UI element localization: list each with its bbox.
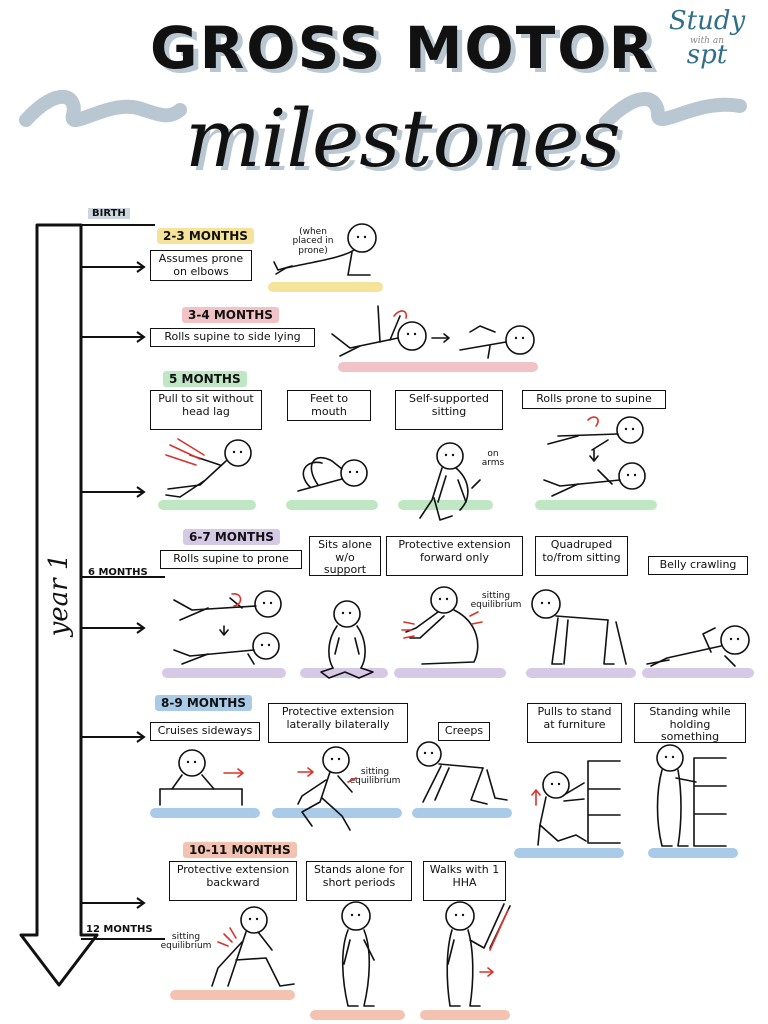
- milestone-label: Assumes prone on elbows: [150, 250, 252, 282]
- baby-rolls-prone-to-supine-icon: [543, 416, 646, 497]
- milestone-label: Protective extension laterally bilateral…: [268, 703, 408, 743]
- baby-walking-with-hand-held-icon: [445, 901, 511, 1007]
- floor-pad: [398, 500, 493, 510]
- floor-pad: [158, 500, 256, 510]
- baby-standing-alone-icon: [341, 901, 375, 1007]
- floor-pad: [150, 808, 260, 818]
- age-label-6-7-months: 6-7 MONTHS: [183, 529, 280, 545]
- floor-pad: [535, 500, 657, 510]
- baby-belly-crawling-icon: [646, 625, 750, 667]
- floor-pad: [286, 500, 378, 510]
- milestone-label: Cruises sideways: [150, 722, 260, 741]
- milestone-note: sitting equilibrium: [349, 767, 401, 787]
- floor-pad: [310, 1010, 405, 1020]
- milestone-label: Standing while holding something: [634, 703, 746, 743]
- milestone-label: Feet to mouth: [287, 390, 371, 422]
- baby-prone-on-elbows-icon: [273, 223, 377, 276]
- baby-rolling-supine-to-side-icon: [331, 305, 535, 359]
- baby-sitting-alone-icon: [320, 600, 374, 679]
- floor-pad: [338, 362, 538, 372]
- age-label-3-4-months: 3-4 MONTHS: [182, 307, 279, 323]
- milestone-label: Pull to sit without head lag: [150, 390, 262, 430]
- floor-pad: [272, 808, 402, 818]
- timeline-6-months-marker: 6 MONTHS: [88, 567, 148, 578]
- timeline-12-months-marker: 12 MONTHS: [86, 924, 153, 935]
- timeline-birth-marker: BIRTH: [88, 208, 130, 219]
- study-with-an-spt-logo: Study with an spt: [668, 6, 746, 70]
- baby-standing-holding-furniture-icon: [656, 744, 727, 847]
- baby-self-supported-sitting-icon: [419, 442, 481, 521]
- age-label-2-3-months: 2-3 MONTHS: [157, 228, 254, 244]
- age-label-5-months: 5 MONTHS: [163, 371, 247, 387]
- milestone-note: on arms: [481, 449, 505, 469]
- floor-pad: [162, 668, 286, 678]
- age-label-8-9-months: 8-9 MONTHS: [155, 695, 252, 711]
- milestone-label: Belly crawling: [648, 556, 748, 575]
- milestone-note: (when placed in prone): [292, 227, 334, 256]
- baby-pulls-to-stand-icon: [531, 760, 621, 846]
- milestone-label: Rolls supine to prone: [160, 550, 302, 569]
- milestone-note: sitting equilibrium: [470, 591, 522, 611]
- floor-pad: [420, 1010, 510, 1020]
- floor-pad: [526, 668, 636, 678]
- page-subtitle: milestones: [185, 92, 621, 185]
- age-label-10-11-months: 10-11 MONTHS: [183, 842, 297, 858]
- milestone-label: Rolls prone to supine: [522, 390, 666, 409]
- baby-pull-to-sit-icon: [165, 438, 252, 498]
- milestone-note: sitting equilibrium: [160, 932, 212, 952]
- milestone-label: Walks with 1 HHA: [423, 861, 506, 901]
- floor-pad: [170, 990, 295, 1000]
- floor-pad: [268, 282, 383, 292]
- milestone-label: Stands alone for short periods: [306, 861, 412, 901]
- timeline-arrow: [19, 223, 165, 987]
- floor-pad: [514, 848, 624, 858]
- baby-cruising-sideways-icon: [159, 749, 244, 806]
- timeline-year-label: year 1: [44, 553, 74, 637]
- baby-quadruped-icon: [531, 589, 627, 665]
- milestone-label: Self-supported sitting: [395, 390, 503, 430]
- decorative-swoosh-left: [19, 89, 187, 128]
- floor-pad: [648, 848, 738, 858]
- milestone-label: Sits alone w/o support: [309, 536, 381, 576]
- milestone-label: Protective extension forward only: [386, 536, 523, 576]
- decorative-swoosh-right: [599, 92, 747, 129]
- baby-rolls-supine-to-prone-icon: [173, 590, 282, 665]
- baby-creeping-icon: [416, 741, 508, 805]
- baby-protective-extension-forward-icon: [401, 586, 483, 665]
- milestone-label: Protective extension backward: [169, 861, 297, 901]
- milestone-label: Creeps: [438, 722, 490, 741]
- floor-pad: [642, 668, 754, 678]
- baby-feet-to-mouth-icon: [297, 456, 368, 492]
- floor-pad: [412, 808, 512, 818]
- floor-pad: [394, 668, 506, 678]
- baby-protective-extension-lateral-icon: [297, 746, 357, 831]
- baby-protective-extension-backward-icon: [211, 906, 295, 987]
- milestone-label: Quadruped to/from sitting: [535, 536, 628, 576]
- page-title: GROSS MOTOR: [150, 14, 656, 82]
- milestone-label: Rolls supine to side lying: [150, 328, 315, 347]
- milestone-label: Pulls to stand at furniture: [527, 703, 622, 743]
